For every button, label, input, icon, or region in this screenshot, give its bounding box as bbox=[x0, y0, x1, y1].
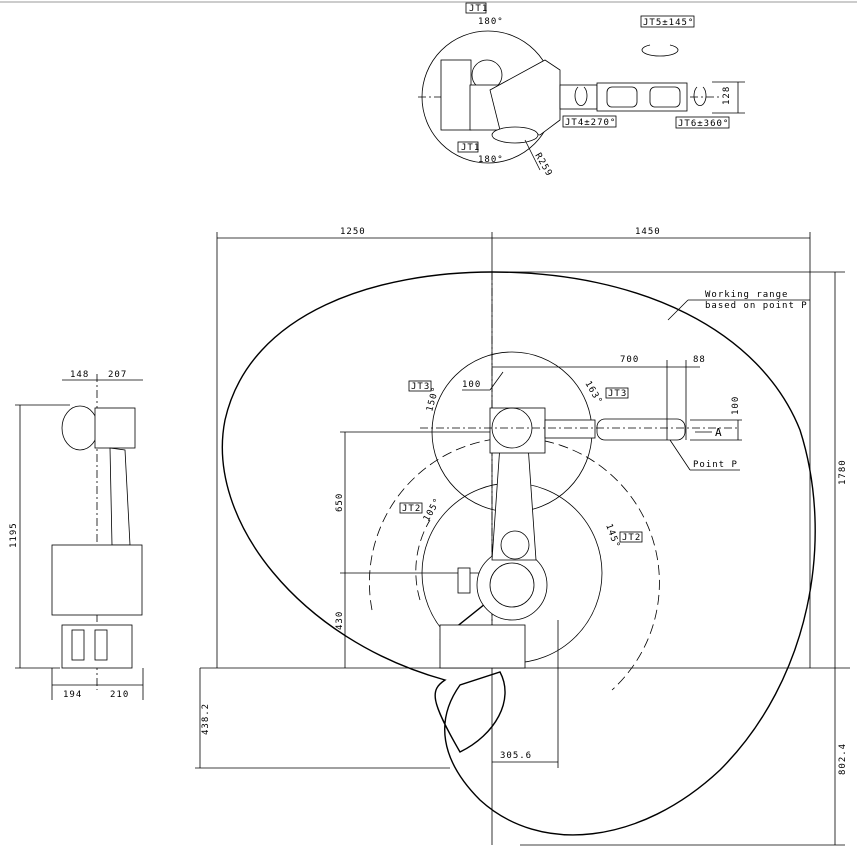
dim-194: 194 bbox=[63, 690, 82, 700]
working-range-label-2: based on point P bbox=[705, 301, 808, 311]
wrist-neck bbox=[559, 84, 598, 110]
arm-head bbox=[489, 407, 546, 454]
turret bbox=[51, 544, 143, 616]
jt1-bottom-label: JT1 bbox=[461, 143, 480, 153]
jt5-rotation-icon bbox=[641, 44, 679, 57]
angle-145: 145° bbox=[603, 523, 621, 551]
robot-base bbox=[439, 624, 526, 669]
dim-207: 207 bbox=[108, 370, 127, 380]
jt2-housing bbox=[476, 549, 548, 621]
forearm bbox=[596, 82, 688, 112]
jt2-left-label: JT2 bbox=[402, 504, 421, 514]
working-range-label-1: Working range bbox=[705, 290, 788, 300]
jt5-label: JT5±145° bbox=[643, 18, 694, 28]
jt2-range-arc bbox=[369, 437, 660, 691]
dim-100-offset: 100 bbox=[462, 380, 481, 390]
arrow-a-label: A bbox=[715, 426, 723, 439]
dim-305-6: 305.6 bbox=[500, 751, 532, 761]
dim-88: 88 bbox=[693, 355, 706, 365]
dim-430: 430 bbox=[335, 611, 345, 630]
dim-100-height: 100 bbox=[731, 396, 741, 415]
radius-label: R259 bbox=[532, 152, 554, 179]
working-range-envelope bbox=[221, 271, 816, 836]
angle-105: 105° bbox=[422, 496, 444, 523]
dim-438-2: 438.2 bbox=[201, 703, 211, 735]
point-p-label: Point P bbox=[693, 460, 738, 470]
dim-1780: 1780 bbox=[838, 459, 848, 485]
dim-1250: 1250 bbox=[340, 227, 366, 237]
wrist-neck bbox=[544, 419, 596, 439]
jt2-motor bbox=[491, 126, 539, 144]
jt1-bottom-angle: 180° bbox=[478, 155, 504, 165]
dim-1450: 1450 bbox=[635, 227, 661, 237]
jt3-left-label: JT3 bbox=[411, 382, 430, 392]
side-view: 1250 1450 1780 438.2 802.4 305.6 650 430… bbox=[195, 227, 850, 846]
base-plate bbox=[440, 59, 472, 131]
jt1-top-angle: 180° bbox=[478, 17, 504, 27]
forearm bbox=[596, 418, 686, 441]
front-view: 148 207 1195 194 210 bbox=[9, 370, 144, 700]
dim-700: 700 bbox=[620, 355, 639, 365]
dim-1195: 1195 bbox=[9, 522, 19, 548]
upper-arm bbox=[109, 447, 131, 546]
jt6-rotation-icon bbox=[693, 86, 707, 107]
dim-650: 650 bbox=[335, 493, 345, 512]
dim-802-4: 802.4 bbox=[838, 743, 848, 775]
angle-163: 163° bbox=[582, 380, 604, 407]
jt4-label: JT4±270° bbox=[565, 118, 616, 128]
jt2-right-label: JT2 bbox=[622, 533, 641, 543]
top-plan-view: JT1 180° JT1 180° R259 JT4±270° JT5±145°… bbox=[418, 2, 745, 179]
dim-148: 148 bbox=[70, 370, 89, 380]
jt6-label: JT6±360° bbox=[678, 119, 729, 129]
jt3-right-label: JT3 bbox=[608, 389, 627, 399]
jt4-rotation-icon bbox=[574, 86, 588, 107]
jt1-top-label: JT1 bbox=[469, 4, 488, 14]
dim-210: 210 bbox=[110, 690, 129, 700]
width-128: 128 bbox=[722, 86, 732, 105]
wrist-cover bbox=[61, 405, 99, 451]
base bbox=[61, 624, 133, 669]
